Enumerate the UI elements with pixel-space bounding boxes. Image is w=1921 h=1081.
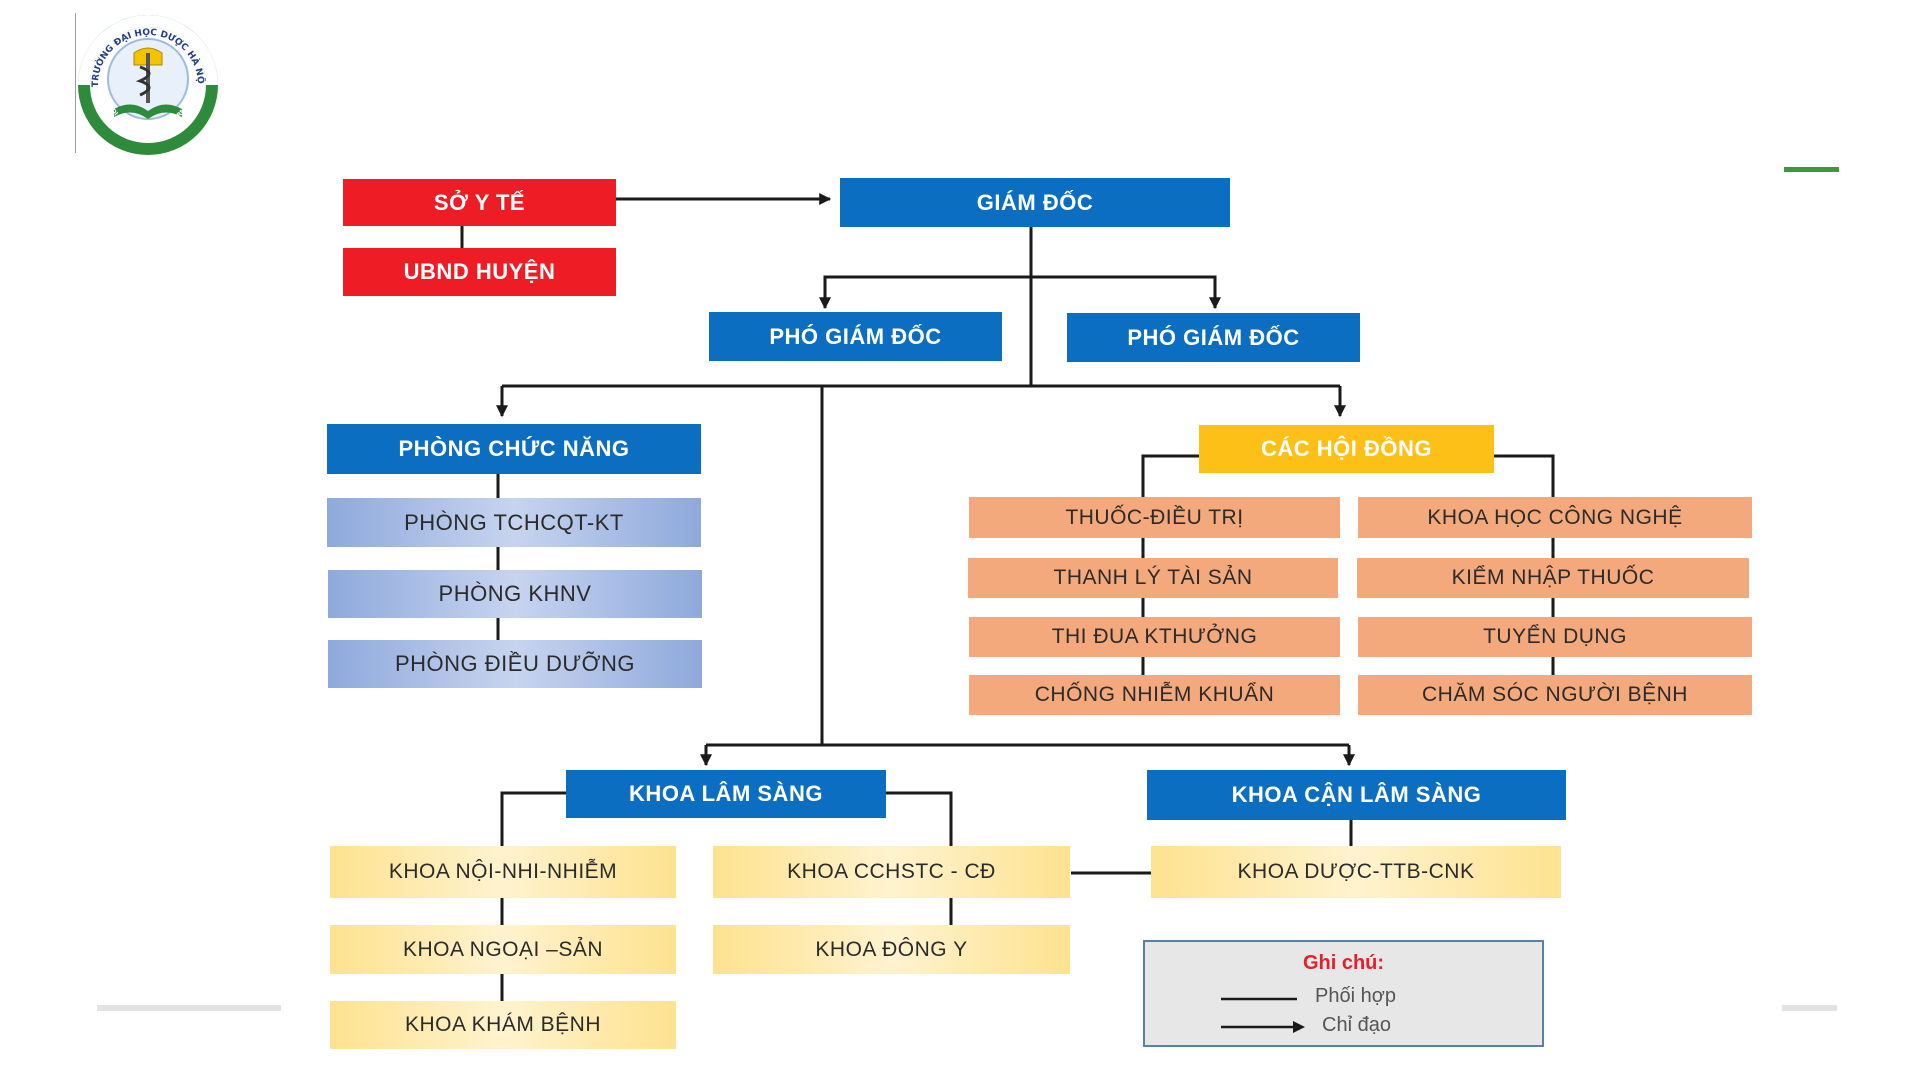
node-cham-soc-nguoi-benh: CHĂM SÓC NGƯỜI BỆNH bbox=[1358, 675, 1752, 715]
node-tuyen-dung: TUYỂN DỤNG bbox=[1358, 617, 1752, 657]
node-khoa-cchstc-cd: KHOA CCHSTC - CĐ bbox=[713, 846, 1070, 898]
node-thi-dua-kthuong: THI ĐUA KTHƯỞNG bbox=[969, 617, 1340, 657]
header-divider bbox=[75, 13, 76, 153]
node-chong-nhiem-khuan: CHỐNG NHIỄM KHUẨN bbox=[969, 675, 1340, 715]
node-thuoc-dieu-tri: THUỐC-ĐIỀU TRỊ bbox=[969, 497, 1340, 538]
arrow-line-sample bbox=[1221, 1021, 1305, 1033]
node-khoa-kham-benh: KHOA KHÁM BỆNH bbox=[330, 1001, 676, 1049]
solid-line-sample bbox=[1221, 997, 1297, 1001]
node-kiem-nhap-thuoc: KIỂM NHẬP THUỐC bbox=[1357, 558, 1749, 598]
node-cac-hoi-dong: CÁC HỘI ĐỒNG bbox=[1199, 425, 1494, 473]
legend-direct-label: Chỉ đạo bbox=[1322, 1014, 1391, 1036]
node-phong-dieu-duong: PHÒNG ĐIỀU DƯỠNG bbox=[328, 640, 702, 688]
legend-coordinate-label: Phối hợp bbox=[1315, 985, 1396, 1007]
node-pho-giam-doc-2: PHÓ GIÁM ĐỐC bbox=[1067, 313, 1360, 362]
node-khoa-can-lam-sang: KHOA CẬN LÂM SÀNG bbox=[1147, 770, 1566, 820]
node-ubnd-huyen: UBND HUYỆN bbox=[343, 248, 616, 296]
pgd-branch bbox=[823, 275, 1217, 300]
node-khoa-noi-nhi-nhiem: KHOA NỘI-NHI-NHIỄM bbox=[330, 846, 676, 898]
legend-title: Ghi chú: bbox=[1302, 952, 1385, 974]
node-khoa-dong-y: KHOA ĐÔNG Y bbox=[713, 925, 1070, 974]
legend: Ghi chú: Phối hợp Chỉ đạo bbox=[1143, 940, 1544, 1047]
node-khoa-hoc-cong-nghe: KHOA HỌC CÔNG NGHỆ bbox=[1358, 497, 1752, 538]
node-phong-chuc-nang: PHÒNG CHỨC NĂNG bbox=[327, 424, 701, 474]
footer-rule-left bbox=[97, 1005, 281, 1011]
university-logo-icon: TRƯỜNG ĐẠI HỌC DƯỢC HÀ NỘI HANOI UNIVERS… bbox=[76, 13, 218, 155]
legend-row-coordinate: Phối hợp bbox=[1145, 985, 1542, 1011]
node-khoa-lam-sang: KHOA LÂM SÀNG bbox=[566, 770, 886, 818]
node-giam-doc: GIÁM ĐỐC bbox=[840, 178, 1230, 227]
node-thanh-ly-tai-san: THANH LÝ TÀI SẢN bbox=[968, 558, 1338, 598]
node-khoa-ngoai-san: KHOA NGOẠI –SẢN bbox=[330, 925, 676, 974]
legend-row-direct: Chỉ đạo bbox=[1145, 1014, 1542, 1040]
kls-left-trunk bbox=[500, 791, 566, 1010]
node-so-y-te: SỞ Y TẾ bbox=[343, 179, 616, 226]
footer-rule-right bbox=[1782, 1005, 1837, 1011]
accent-mark bbox=[1784, 167, 1839, 172]
node-pho-giam-doc-1: PHÓ GIÁM ĐỐC bbox=[709, 312, 1002, 361]
node-phong-tchcqt-kt: PHÒNG TCHCQT-KT bbox=[327, 498, 701, 547]
node-khoa-duoc-ttb-cnk: KHOA DƯỢC-TTB-CNK bbox=[1151, 846, 1561, 898]
node-phong-khnv: PHÒNG KHNV bbox=[328, 570, 702, 618]
